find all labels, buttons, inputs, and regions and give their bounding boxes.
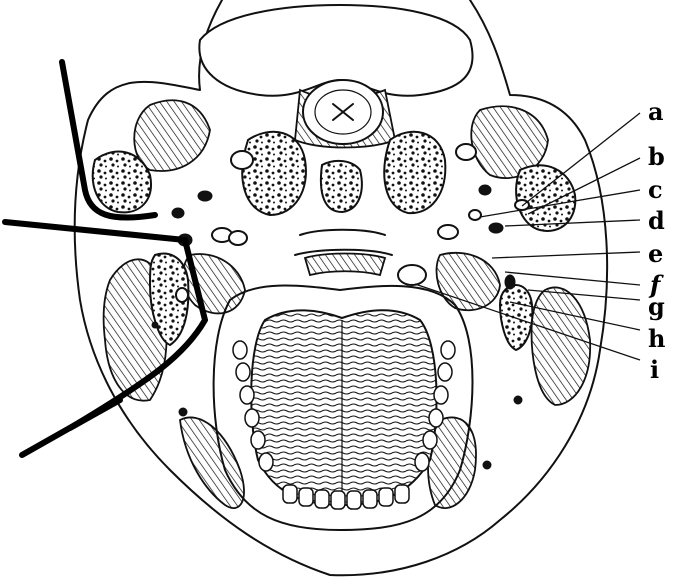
label-d: d: [648, 206, 665, 235]
left-upper-muscle: [134, 100, 210, 171]
pharynx-upper-line: [300, 230, 385, 235]
instrument-handle: [22, 425, 75, 455]
label-c: c: [648, 175, 663, 204]
label-a: a: [648, 97, 664, 126]
pharyngeal-muscle: [305, 254, 385, 276]
instrument-grip: [70, 400, 120, 428]
label-e: e: [648, 239, 663, 268]
vertebral-body: [321, 161, 362, 212]
left-cheek-muscle: [180, 417, 244, 508]
right-temporal-bone: [516, 165, 575, 231]
label-i: i: [650, 355, 659, 384]
label-g: g: [648, 292, 665, 321]
label-h: h: [648, 324, 665, 353]
tongue: [251, 310, 436, 505]
right-vertebral-mass: [384, 132, 445, 213]
left-temporal-bone: [93, 152, 151, 213]
label-b: b: [648, 142, 665, 171]
right-masseter: [532, 287, 591, 405]
left-vertebral-mass: [242, 132, 306, 215]
figure-labels: a b c d e f g h i: [648, 97, 665, 384]
